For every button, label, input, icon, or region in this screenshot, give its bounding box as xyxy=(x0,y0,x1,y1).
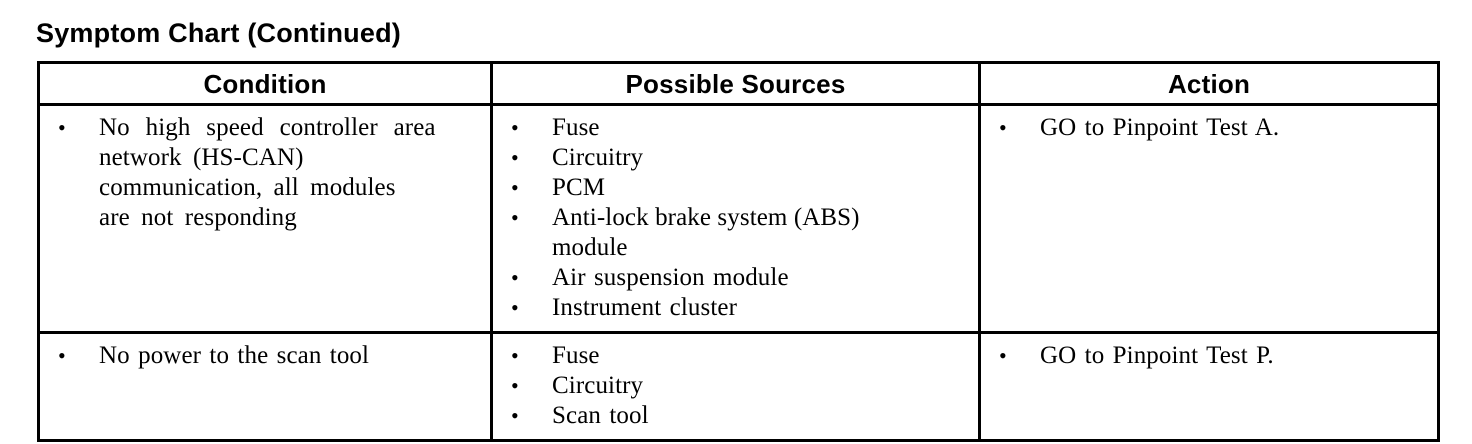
condition-list: No power to the scan tool xyxy=(46,341,484,371)
action-cell: GO to Pinpoint Test A. xyxy=(978,103,1440,334)
list-item: Air suspension module xyxy=(499,263,972,293)
action-list: GO to Pinpoint Test P. xyxy=(987,341,1431,371)
possible-sources-cell: Fuse Circuitry PCM Anti-lock brake syste… xyxy=(490,103,981,334)
list-item: Instrument cluster xyxy=(499,293,972,323)
condition-list: No high speed controller area network (H… xyxy=(46,113,484,233)
condition-line-4: are not responding xyxy=(99,204,297,231)
list-item: Scan tool xyxy=(499,401,972,431)
possible-sources-list: Fuse Circuitry Scan tool xyxy=(499,341,972,431)
list-item: Fuse xyxy=(499,113,972,143)
possible-sources-cell: Fuse Circuitry Scan tool xyxy=(490,331,981,442)
list-item: No power to the scan tool xyxy=(46,341,484,371)
source-line-1: Anti-lock brake system (ABS) xyxy=(552,204,860,231)
list-item: Circuitry xyxy=(499,371,972,401)
symptom-chart-table: Condition Possible Sources Action No hig… xyxy=(37,61,1440,442)
list-item: Anti-lock brake system (ABS) module xyxy=(499,203,972,263)
table-header: Condition Possible Sources Action xyxy=(37,61,1440,106)
condition-line-2: network (HS-CAN) xyxy=(99,144,304,171)
list-item: Fuse xyxy=(499,341,972,371)
condition-line-1: No high speed controller area xyxy=(99,114,436,141)
action-list: GO to Pinpoint Test A. xyxy=(987,113,1431,143)
page-title: Symptom Chart (Continued) xyxy=(36,18,401,48)
source-line-2: module xyxy=(552,234,628,261)
column-header-condition: Condition xyxy=(37,61,493,106)
header-row: Condition Possible Sources Action xyxy=(37,61,1440,106)
condition-cell: No power to the scan tool xyxy=(37,331,493,442)
possible-sources-list: Fuse Circuitry PCM Anti-lock brake syste… xyxy=(499,113,972,323)
list-item: GO to Pinpoint Test P. xyxy=(987,341,1431,371)
condition-cell: No high speed controller area network (H… xyxy=(37,103,493,334)
list-item: Circuitry xyxy=(499,143,972,173)
condition-line-3: communication, all modules xyxy=(99,174,396,201)
column-header-possible-sources: Possible Sources xyxy=(490,61,981,106)
list-item: PCM xyxy=(499,173,972,203)
column-header-action: Action xyxy=(978,61,1440,106)
table-body: No high speed controller area network (H… xyxy=(37,103,1440,442)
table-row: No power to the scan tool Fuse Circuitry… xyxy=(37,331,1440,442)
action-cell: GO to Pinpoint Test P. xyxy=(978,331,1440,442)
list-item: GO to Pinpoint Test A. xyxy=(987,113,1431,143)
table-row: No high speed controller area network (H… xyxy=(37,103,1440,334)
list-item: No high speed controller area network (H… xyxy=(46,113,484,233)
